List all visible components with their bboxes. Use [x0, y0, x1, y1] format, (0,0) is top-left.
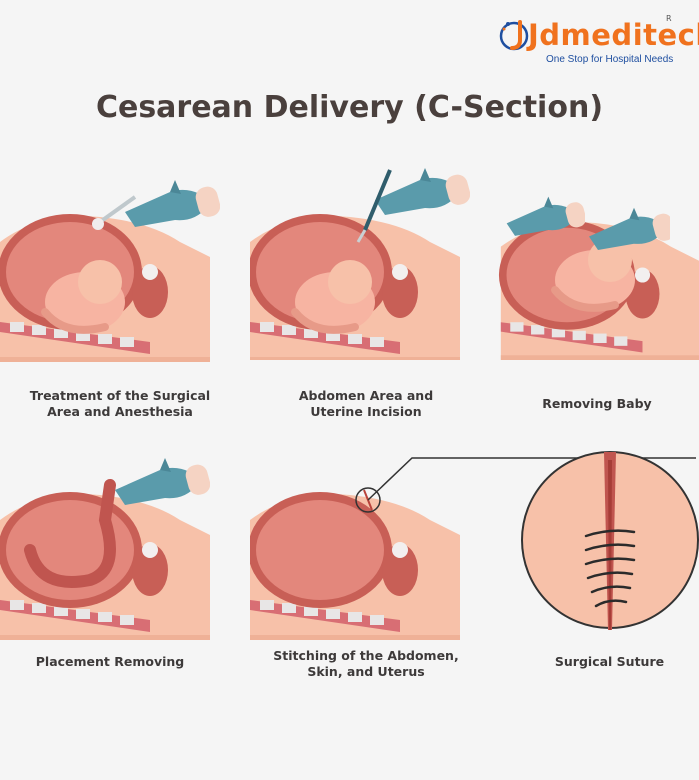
step-4-illustration — [0, 440, 230, 640]
brand-logo: Jdmeditech R One Stop for Hospital Needs — [498, 14, 699, 70]
step-1-illustration — [0, 172, 230, 362]
baby-removal-illustration — [498, 196, 699, 360]
logo-mark-icon — [499, 20, 529, 51]
step-6-illustration — [520, 440, 699, 640]
step-4-label: Placement Removing — [35, 654, 185, 669]
brand-tagline: One Stop for Hospital Needs — [546, 54, 674, 65]
placenta-removal-illustration — [0, 458, 210, 640]
step-2-illustration — [250, 160, 480, 360]
brand-name: Jdmeditech — [528, 18, 699, 52]
step-6-label: Surgical Suture — [554, 654, 665, 669]
step-3-label: Removing Baby — [542, 396, 652, 411]
step-3-illustration — [495, 180, 699, 360]
step-2-label: Abdomen Area and Uterine Incision — [298, 388, 434, 419]
incision-illustration — [250, 168, 470, 360]
suture-closeup-illustration — [521, 451, 699, 630]
page-title: Cesarean Delivery (C-Section) — [95, 90, 604, 125]
step-1-label: Treatment of the Surgical Area and Anest… — [29, 388, 211, 419]
step-5-label: Stitching of the Abdomen, Skin, and Uter… — [273, 648, 459, 679]
sterilization-illustration — [0, 180, 220, 362]
registered-mark: R — [666, 14, 672, 23]
